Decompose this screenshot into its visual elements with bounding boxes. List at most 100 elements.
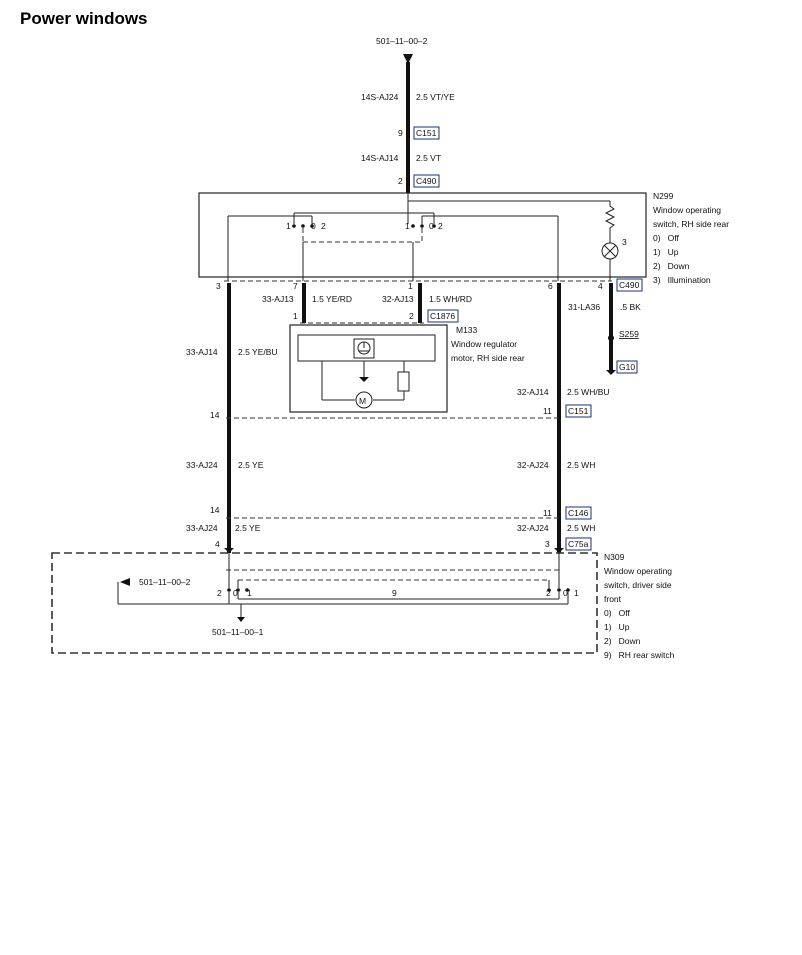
n299-pin-7: 7 <box>293 281 298 291</box>
aj24-left-code: 33-AJ24 <box>186 460 218 470</box>
m133-module <box>297 334 436 362</box>
ref-top[interactable]: 501–11–00–2 <box>376 36 428 46</box>
sw-left-pin-0: 0 <box>311 221 316 231</box>
drv-contacts-right: 2 0 1 <box>546 588 579 598</box>
aj24-right-spec: 2.5 WH <box>567 460 595 470</box>
aj24-right-code: 32-AJ24 <box>517 460 549 470</box>
motor-symbol: M <box>359 396 366 406</box>
connector-c1876-label: C1876 <box>430 311 455 321</box>
ref-bottom[interactable]: 501–11–00–1 <box>212 627 264 637</box>
resistor-icon <box>604 201 616 243</box>
splice-s259-label[interactable]: S259 <box>619 329 639 339</box>
n309-name-1: Window operating <box>604 566 672 576</box>
drv-left-pin-0: 0 <box>233 588 238 598</box>
drv-right-pin-2: 2 <box>546 588 551 598</box>
aj13-left-spec: 1.5 YE/RD <box>312 294 352 304</box>
connector-c151-top-label: C151 <box>416 128 437 138</box>
feed-wire-2-code: 14S-AJ14 <box>361 153 399 163</box>
connector-c490-right-label: C490 <box>619 280 640 290</box>
ref-bottom-arrow-icon <box>237 617 245 622</box>
connector-c146[interactable] <box>565 506 592 520</box>
c146-pin-right: 11 <box>543 508 552 518</box>
ground-g10[interactable] <box>616 360 638 374</box>
feed-wire-2-spec: 2.5 VT <box>416 153 441 163</box>
n309-legend-0: 0) Off <box>604 608 630 618</box>
n299-box[interactable] <box>198 192 647 278</box>
connector-c1876[interactable] <box>427 309 459 323</box>
n299-legend-1: 1) Up <box>653 247 679 257</box>
aj24-left2-spec: 2.5 YE <box>235 523 261 533</box>
n299-legend-0: 0) Off <box>653 233 679 243</box>
n299-legend-3: 3) Illumination <box>653 275 711 285</box>
sw-right-pin-0: 0 <box>429 221 434 231</box>
n299-label: N299 Window operating switch, RH side re… <box>653 191 729 285</box>
aj24-right2-spec: 2.5 WH <box>567 523 595 533</box>
c75a-pin-right: 3 <box>545 539 550 549</box>
n299-name-2: switch, RH side rear <box>653 219 729 229</box>
aj14-right-spec: 2.5 WH/BU <box>567 387 610 397</box>
m133-id: M133 <box>456 325 478 335</box>
n299-id: N299 <box>653 191 674 201</box>
aj13-right-spec: 1.5 WH/RD <box>429 294 472 304</box>
aj14-left-spec: 2.5 YE/BU <box>238 347 278 357</box>
connector-c151-mid-label: C151 <box>568 406 589 416</box>
bulb-pin: 3 <box>622 237 627 247</box>
drv-left-pin-2: 2 <box>217 588 222 598</box>
aj14-right-code: 32-AJ14 <box>517 387 549 397</box>
n309-box[interactable] <box>51 552 598 654</box>
n299-name-1: Window operating <box>653 205 721 215</box>
m133-name-2: motor, RH side rear <box>451 353 525 363</box>
drv-right-pin-1: 1 <box>574 588 579 598</box>
feed-wire-1-spec: 2.5 VT/YE <box>416 92 455 102</box>
connector-c490-top-label: C490 <box>416 176 437 186</box>
steering-symbol-icon <box>353 338 375 359</box>
n309-name-3: front <box>604 594 622 604</box>
ground-icon <box>606 370 616 375</box>
ref-left-arrow-icon <box>120 578 130 586</box>
sw-right-pin-1: 1 <box>405 221 410 231</box>
connector-c490-right[interactable] <box>616 278 643 292</box>
connector-c151-top[interactable] <box>413 126 440 140</box>
switch-contacts-right: 1 0 2 <box>405 221 443 231</box>
sw-left-pin-2: 2 <box>321 221 326 231</box>
la36-spec: .5 BK <box>620 302 641 312</box>
drv-pin-9: 9 <box>392 588 397 598</box>
n309-label: N309 Window operating switch, driver sid… <box>604 552 675 660</box>
c75a-right-arrow-icon <box>554 548 564 553</box>
connector-c75a-label: C75a <box>568 539 589 549</box>
drv-contacts-left: 2 0 1 <box>217 588 252 598</box>
n299-pin-1: 1 <box>408 281 413 291</box>
ref-left[interactable]: 501–11–00–2 <box>139 577 191 587</box>
aj14-left-code: 33-AJ14 <box>186 347 218 357</box>
n309-legend-1: 1) Up <box>604 622 630 632</box>
n309-legend-2: 2) Down <box>604 636 641 646</box>
m133-box[interactable] <box>289 324 448 413</box>
ground-g10-label: G10 <box>619 362 635 372</box>
drv-left-pin-1: 1 <box>247 588 252 598</box>
c151-top-pin: 9 <box>398 128 403 138</box>
m133-name-1: Window regulator <box>451 339 517 349</box>
connector-c146-label: C146 <box>568 508 589 518</box>
sensor-icon <box>397 371 410 392</box>
c75a-pin-left: 4 <box>215 539 220 549</box>
aj24-right2-code: 32-AJ24 <box>517 523 549 533</box>
connector-c490-top[interactable] <box>413 174 440 188</box>
n299-pin-6: 6 <box>548 281 553 291</box>
n299-legend-2: 2) Down <box>653 261 690 271</box>
connector-c151-mid[interactable] <box>565 404 592 418</box>
n309-legend-3: 9) RH rear switch <box>604 650 675 660</box>
la36-code: 31-LA36 <box>568 302 600 312</box>
drv-right-pin-0: 0 <box>563 588 568 598</box>
sw-left-pin-1: 1 <box>286 221 291 231</box>
c1876-pin-2: 2 <box>409 311 414 321</box>
aj24-left-spec: 2.5 YE <box>238 460 264 470</box>
page-title: Power windows <box>20 9 148 28</box>
feed-wire-1-code: 14S-AJ24 <box>361 92 399 102</box>
c1876-pin-1: 1 <box>293 311 298 321</box>
connector-c75a[interactable] <box>565 537 592 551</box>
aj13-left-code: 33-AJ13 <box>262 294 294 304</box>
c75a-left-arrow-icon <box>224 548 234 553</box>
sw-right-pin-2: 2 <box>438 221 443 231</box>
c490-top-pin: 2 <box>398 176 403 186</box>
aj13-right-code: 32-AJ13 <box>382 294 414 304</box>
